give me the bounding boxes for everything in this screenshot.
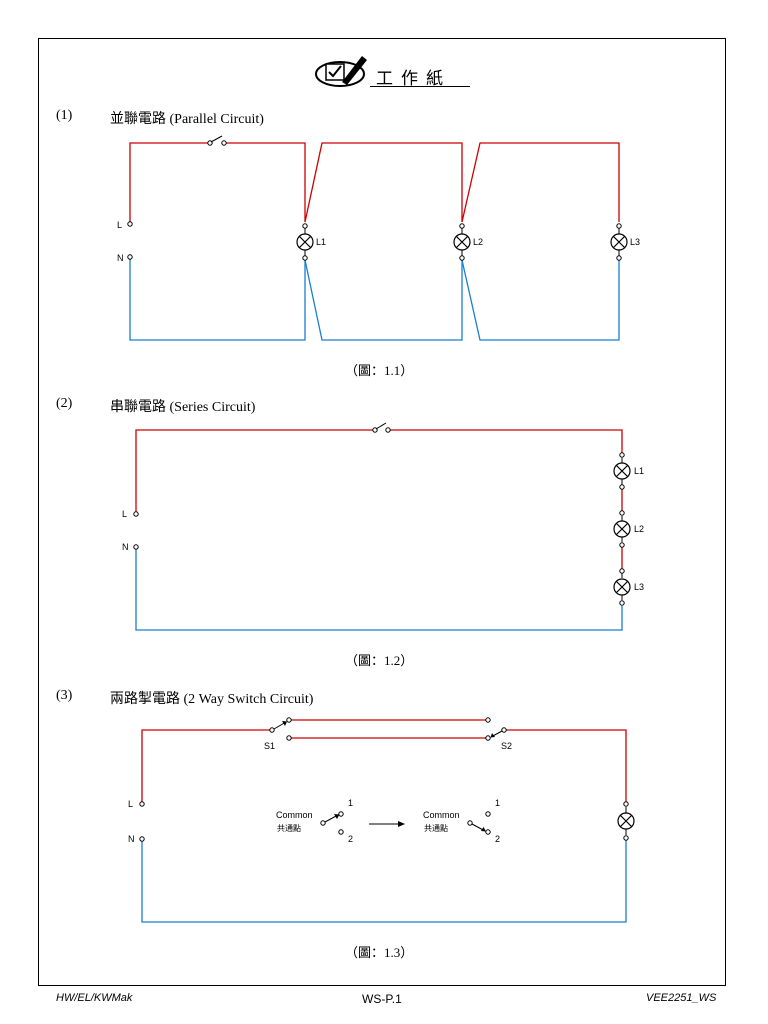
checklist-pencil-icon — [315, 56, 367, 87]
switch-label: S1 — [264, 741, 275, 751]
section-number: (2) — [56, 396, 73, 411]
position-label: 2 — [495, 834, 500, 844]
switch-label: S2 — [501, 741, 512, 751]
section-title: 串聯電路 (Series Circuit) — [110, 400, 256, 415]
position-label: 1 — [348, 798, 353, 808]
terminal-label-neutral: N — [117, 253, 124, 263]
lamp-l3-icon — [610, 223, 628, 261]
footer-code: VEE2251_WS — [646, 992, 717, 1004]
common-label: Common — [423, 810, 460, 820]
common-label: Common — [276, 810, 313, 820]
worksheet-title: 工作紙 — [376, 69, 451, 88]
lamp-label: L3 — [634, 582, 644, 592]
figure-caption: （圖：1.2） — [345, 653, 414, 668]
lamp-l3-icon — [613, 568, 631, 606]
section-title: 並聯電路 (Parallel Circuit) — [110, 112, 264, 127]
footer-page-number: WS-P.1 — [362, 992, 402, 1006]
footer-author: HW/EL/KWMak — [56, 992, 133, 1004]
switch-legend-position-1 — [320, 811, 344, 835]
lamp-l2-icon — [613, 510, 631, 548]
position-label: 1 — [495, 798, 500, 808]
page-frame — [38, 38, 726, 986]
section-number: (1) — [56, 108, 73, 123]
terminal-label-live: L — [122, 509, 127, 519]
lamp-label: L1 — [316, 237, 326, 247]
worksheet-header: 工作紙 — [310, 50, 480, 92]
figure-caption: （圖：1.3） — [345, 945, 414, 960]
section-number: (3) — [56, 688, 73, 703]
lamp-label: L2 — [473, 237, 483, 247]
lamp-group — [296, 223, 628, 261]
terminal-label-neutral: N — [122, 542, 129, 552]
title-underline — [370, 86, 470, 87]
arrow-right-icon — [369, 821, 405, 827]
lamp-label: L2 — [634, 524, 644, 534]
lamp-l1-icon — [296, 223, 314, 261]
position-label: 2 — [348, 834, 353, 844]
terminal-label-live: L — [128, 799, 133, 809]
lamp-icon — [617, 801, 635, 841]
terminal-label-live: L — [117, 220, 122, 230]
lamp-l1-icon — [613, 452, 631, 490]
lamp-label: L3 — [630, 237, 640, 247]
lamp-l2-icon — [453, 223, 471, 261]
switch-legend-position-2 — [467, 811, 491, 835]
common-label-zh: 共通點 — [424, 823, 448, 833]
common-label-zh: 共通點 — [277, 823, 301, 833]
lamp-label: L1 — [634, 466, 644, 476]
section-title: 兩路掣電路 (2 Way Switch Circuit) — [110, 692, 314, 707]
terminal-label-neutral: N — [128, 834, 135, 844]
figure-caption: （圖：1.1） — [345, 363, 414, 378]
